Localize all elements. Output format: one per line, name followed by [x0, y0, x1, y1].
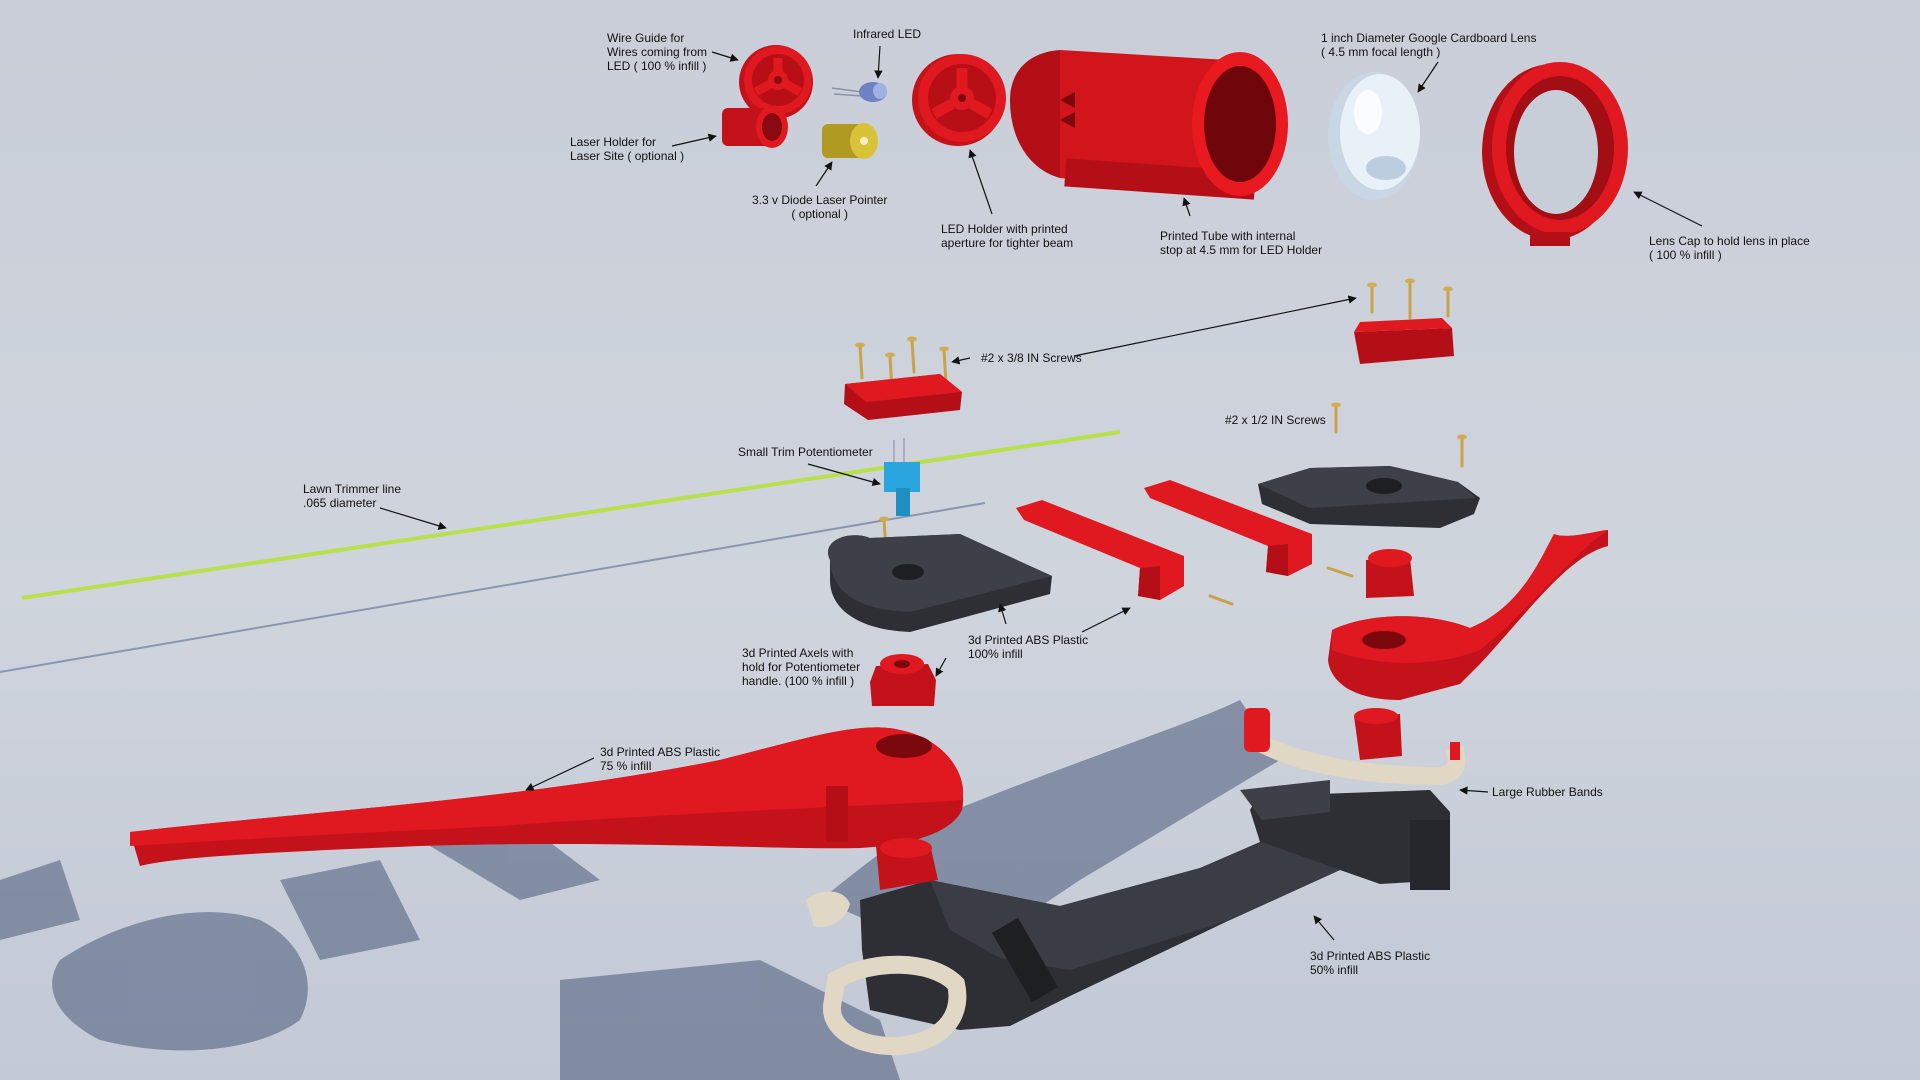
trimmer-line-shadow: [0, 502, 986, 673]
leader-arrows: [379, 45, 1703, 941]
label-lawn-trimmer-line: Lawn Trimmer line .065 diameter: [303, 482, 402, 510]
wire-guide: [739, 45, 813, 119]
label-abs-50: 3d Printed ABS Plastic 50% infill: [1310, 949, 1431, 977]
label-screws-1-2: #2 x 1/2 IN Screws: [1225, 413, 1326, 427]
printed-tube: [1010, 50, 1288, 200]
base-plate-left: [828, 534, 1052, 632]
label-infrared-led: Infrared LED: [853, 27, 922, 41]
label-laser-holder: Laser Holder for Laser Site ( optional ): [570, 135, 685, 163]
cardboard-lens: [1328, 72, 1420, 200]
axel-bottom: [876, 838, 938, 890]
axel-right-1: [1366, 549, 1414, 598]
label-small-trim-potentiometer: Small Trim Potentiometer: [738, 445, 873, 459]
label-cardboard-lens: 1 inch Diameter Google Cardboard Lens ( …: [1321, 31, 1537, 59]
label-lens-cap: Lens Cap to hold lens in place ( 100 % i…: [1649, 234, 1810, 262]
label-printed-axels: 3d Printed Axels with hold for Potentiom…: [742, 646, 861, 688]
label-rubber-bands: Large Rubber Bands: [1492, 785, 1603, 799]
small-trim-potentiometer: [884, 438, 920, 516]
label-diode-laser: 3.3 v Diode Laser Pointer ( optional ): [752, 193, 888, 221]
diode-laser: [822, 123, 878, 159]
lever-right: [1328, 530, 1608, 700]
label-led-holder: LED Holder with printed aperture for tig…: [941, 222, 1074, 250]
pot-mount-block-right: [1354, 318, 1454, 364]
base-plate-right: [1258, 466, 1480, 528]
label-screws-3-8: #2 x 3/8 IN Screws: [981, 351, 1082, 365]
led-holder: [912, 54, 1006, 146]
slide-rail-2: [1144, 480, 1312, 576]
laser-holder: [722, 106, 788, 148]
label-abs-75: 3d Printed ABS Plastic 75 % infill: [600, 745, 721, 773]
screw-heads-right: [1331, 278, 1467, 440]
rubber-band-left: [806, 891, 967, 1056]
rubber-band-right: [1244, 708, 1466, 786]
axel-left: [870, 654, 936, 706]
label-wire-guide: Wire Guide for Wires coming from LED ( 1…: [607, 31, 708, 73]
label-printed-tube: Printed Tube with internal stop at 4.5 m…: [1160, 229, 1323, 257]
screw-group-right: [1208, 280, 1464, 606]
lens-cap: [1482, 62, 1628, 246]
main-frame: [860, 780, 1450, 1030]
pot-mount-block-left: [844, 374, 962, 420]
axel-right-2: [1354, 708, 1402, 760]
slide-rail-1: [1016, 500, 1184, 600]
infrared-led: [831, 82, 887, 102]
lawn-trimmer-line: [21, 430, 1121, 600]
label-abs-100: 3d Printed ABS Plastic 100% infill: [968, 633, 1089, 661]
lever-left: [130, 727, 964, 866]
